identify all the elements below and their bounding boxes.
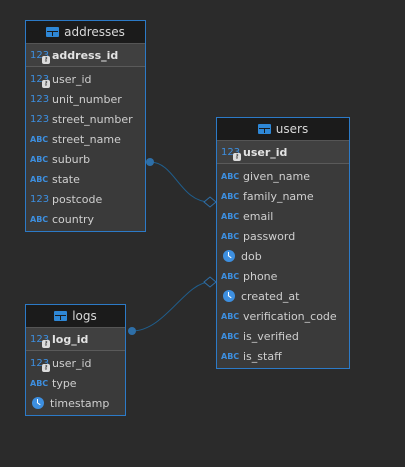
column-row[interactable]: 123⚷user_id <box>26 69 145 89</box>
entity-header[interactable]: addresses <box>26 21 145 44</box>
clock-icon <box>223 250 235 262</box>
column-name: dob <box>241 249 262 263</box>
key-icon: ⚷ <box>233 152 241 161</box>
column-name: unit_number <box>52 92 122 106</box>
abc-type-icon: ABC <box>221 211 240 221</box>
key-icon: ⚷ <box>42 79 50 88</box>
abc-type-icon: ABC <box>30 154 49 164</box>
entity-header[interactable]: logs <box>26 305 125 328</box>
123-type-icon: 123 <box>30 113 50 125</box>
abc-type-icon: ABC <box>221 311 240 321</box>
entity-header[interactable]: users <box>217 118 349 141</box>
column-name: family_name <box>243 189 314 203</box>
relation-addresses-users <box>146 158 217 208</box>
column-name: given_name <box>243 169 310 183</box>
column-name: user_id <box>52 356 92 370</box>
abc-type-icon: ABC <box>221 191 240 201</box>
entity-title: users <box>275 122 309 136</box>
column-row[interactable]: timestamp <box>26 393 125 413</box>
column-name: verification_code <box>243 309 337 323</box>
entity-title: addresses <box>64 25 125 39</box>
relation-start-dot <box>146 158 154 166</box>
primary-key-row[interactable]: 123⚷ log_id <box>26 328 125 351</box>
relation-start-dot <box>128 327 136 335</box>
123-type-icon: 123⚷ <box>30 73 50 88</box>
123-type-icon: 123⚷ <box>30 357 50 372</box>
column-name: timestamp <box>50 396 110 410</box>
primary-key-row[interactable]: 123⚷ user_id <box>217 141 349 164</box>
column-name: postcode <box>52 192 103 206</box>
column-name: state <box>52 172 80 186</box>
primary-key-row[interactable]: 123⚷ address_id <box>26 44 145 67</box>
column-name: type <box>52 376 77 390</box>
column-name: street_number <box>52 112 133 126</box>
relation-end-diamond <box>203 196 217 208</box>
column-name: is_verified <box>243 329 299 343</box>
column-name: address_id <box>52 48 119 62</box>
column-name: phone <box>243 269 278 283</box>
abc-type-icon: ABC <box>221 351 240 361</box>
relation-end-diamond <box>203 276 217 288</box>
column-name: password <box>243 229 296 243</box>
relation-logs-users <box>128 276 217 335</box>
column-row[interactable]: created_at <box>217 286 349 306</box>
column-name: street_name <box>52 132 121 146</box>
column-row[interactable]: 123⚷user_id <box>26 353 125 373</box>
column-name: is_staff <box>243 349 282 363</box>
clock-icon <box>32 397 44 409</box>
abc-type-icon: ABC <box>221 231 240 241</box>
abc-type-icon: ABC <box>30 378 49 388</box>
column-name: user_id <box>52 72 92 86</box>
column-row[interactable]: dob <box>217 246 349 266</box>
column-name: log_id <box>52 332 89 346</box>
column-name: suburb <box>52 152 91 166</box>
key-icon: ⚷ <box>42 55 50 64</box>
abc-type-icon: ABC <box>30 174 49 184</box>
abc-type-icon: ABC <box>30 134 49 144</box>
table-icon <box>257 124 271 134</box>
123-type-icon: 123⚷ <box>30 333 50 348</box>
abc-type-icon: ABC <box>221 171 240 181</box>
column-name: email <box>243 209 274 223</box>
table-icon <box>54 311 68 321</box>
abc-type-icon: ABC <box>221 271 240 281</box>
table-icon <box>46 27 60 37</box>
clock-icon <box>223 290 235 302</box>
abc-type-icon: ABC <box>221 331 240 341</box>
abc-type-icon: ABC <box>30 214 49 224</box>
entity-title: logs <box>72 309 97 323</box>
column-name: user_id <box>243 145 288 159</box>
key-icon: ⚷ <box>42 363 50 372</box>
123-type-icon: 123⚷ <box>221 146 241 161</box>
column-name: created_at <box>241 289 300 303</box>
123-type-icon: 123⚷ <box>30 49 50 64</box>
123-type-icon: 123 <box>30 193 50 205</box>
123-type-icon: 123 <box>30 93 50 105</box>
column-name: country <box>52 212 95 226</box>
key-icon: ⚷ <box>42 339 50 348</box>
